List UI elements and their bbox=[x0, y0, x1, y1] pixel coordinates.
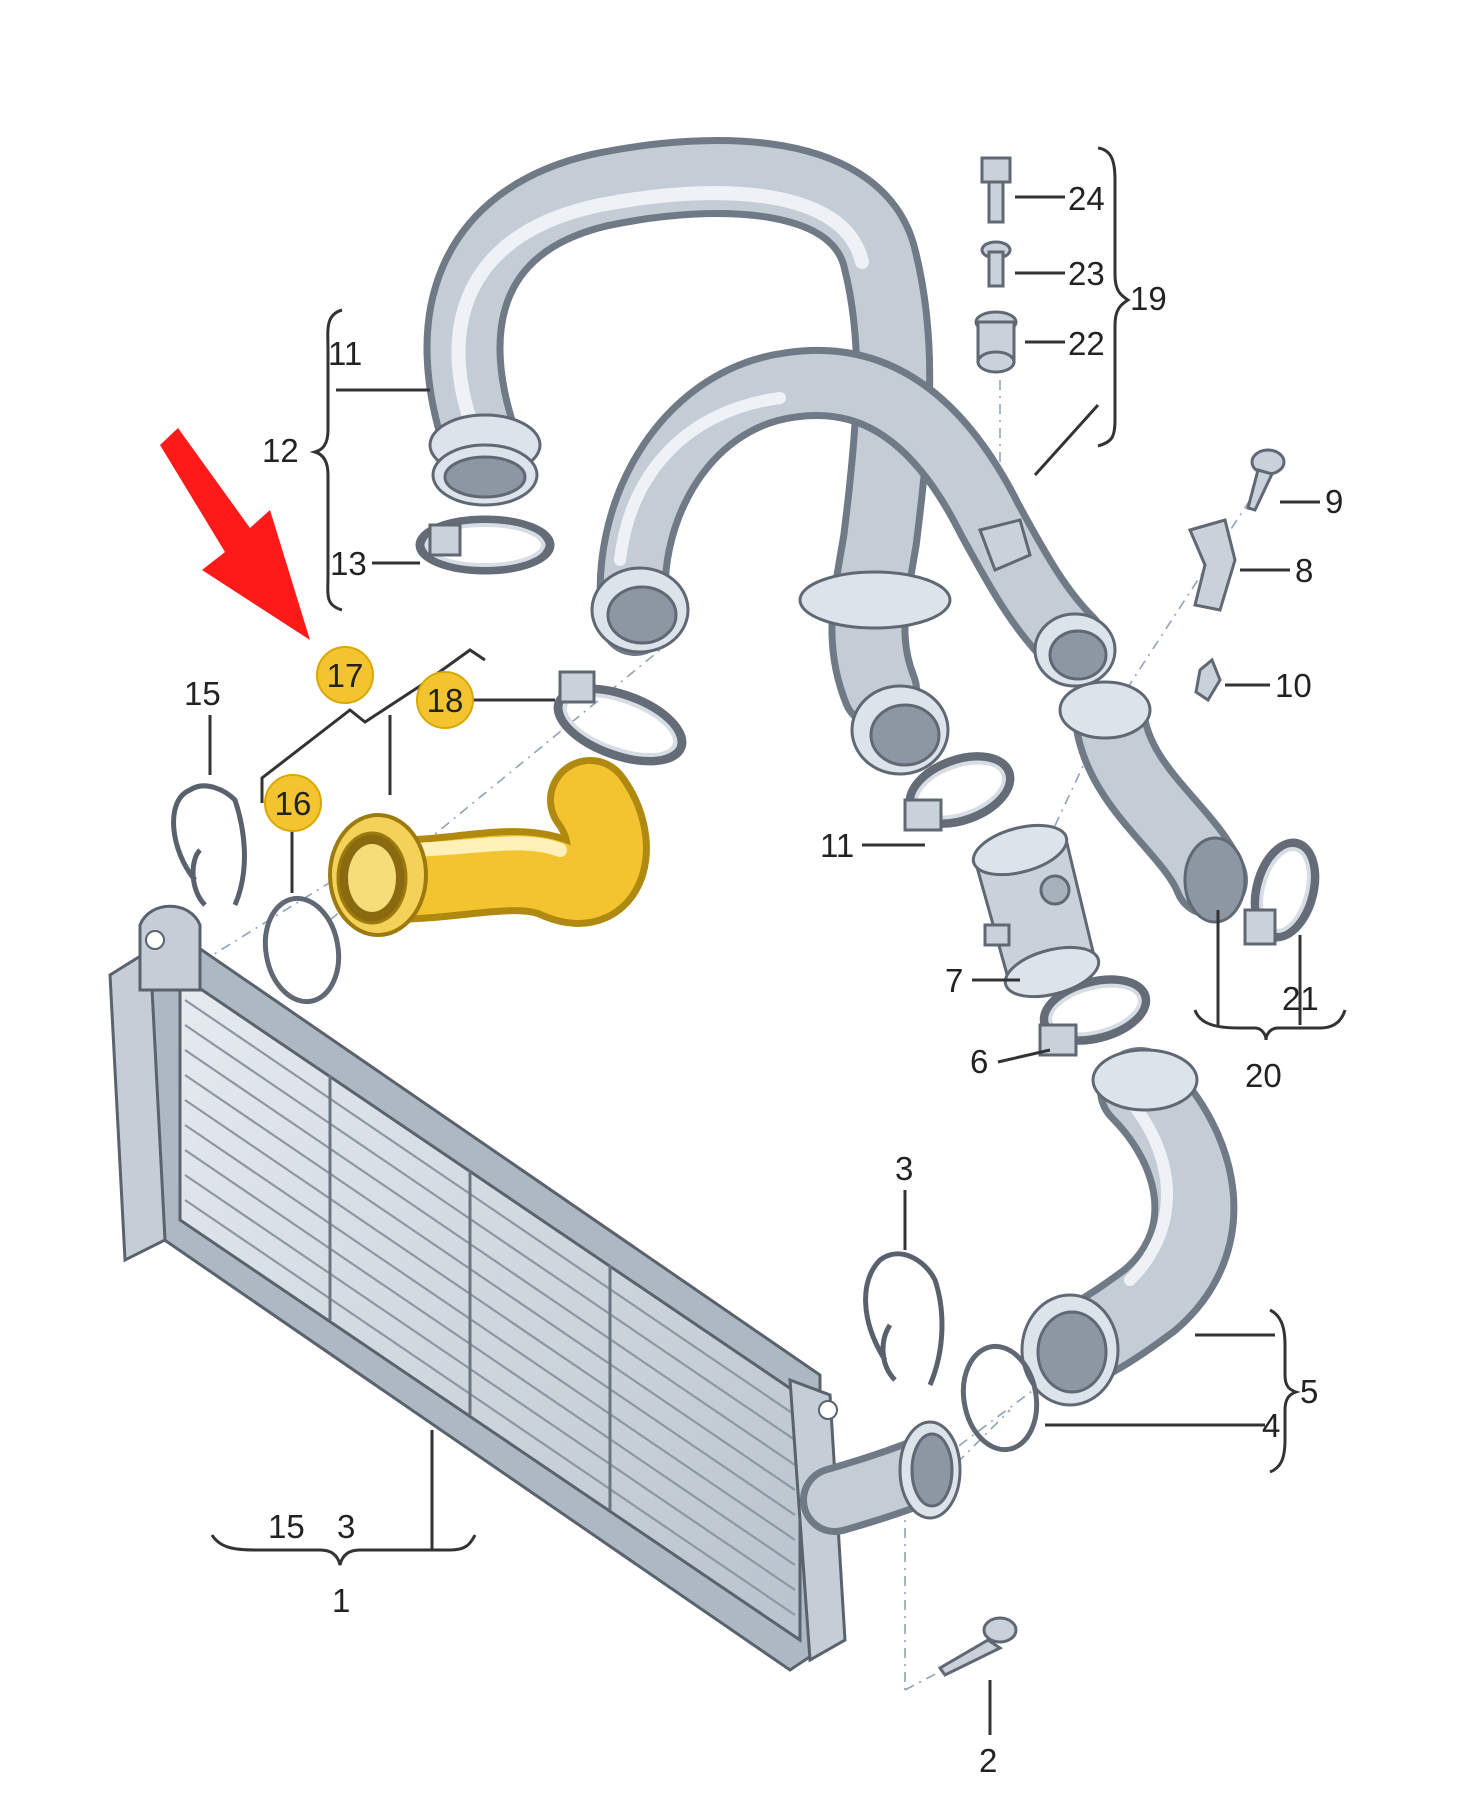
label-15-brace: 15 bbox=[268, 1508, 305, 1545]
badge-16 bbox=[264, 774, 322, 832]
lower-charge-hose bbox=[1020, 1047, 1238, 1407]
hose-clamp-6 bbox=[1038, 975, 1151, 1057]
pipe-connector-7 bbox=[971, 823, 1101, 999]
label-8: 8 bbox=[1295, 552, 1313, 589]
label-10: 10 bbox=[1275, 667, 1312, 704]
right-elbow-hose bbox=[1058, 680, 1248, 924]
part-labels: 11 12 13 24 23 22 19 9 8 10 11 7 6 21 20… bbox=[184, 180, 1343, 1779]
hose-clamp-18 bbox=[553, 670, 687, 766]
label-4: 4 bbox=[1262, 1407, 1280, 1444]
label-12: 12 bbox=[262, 432, 299, 469]
upper-charge-pipe bbox=[423, 137, 952, 776]
label-16: 16 bbox=[275, 785, 312, 822]
arrow-pointer-icon bbox=[160, 428, 310, 640]
sensor-8 bbox=[1187, 518, 1237, 612]
label-3-right: 3 bbox=[895, 1150, 913, 1187]
screw-9 bbox=[1246, 448, 1286, 512]
grommet-22 bbox=[974, 310, 1018, 374]
badge-18 bbox=[416, 671, 474, 729]
highlight-badges bbox=[264, 646, 474, 832]
label-11-upper: 11 bbox=[328, 335, 362, 372]
clip-10 bbox=[1194, 657, 1222, 703]
label-6: 6 bbox=[970, 1043, 988, 1080]
label-5: 5 bbox=[1300, 1373, 1318, 1410]
retaining-clip-15 bbox=[171, 783, 247, 907]
label-15-clip: 15 bbox=[184, 675, 221, 712]
badge-17 bbox=[316, 646, 374, 704]
intercooler-fins bbox=[184, 999, 796, 1616]
label-1: 1 bbox=[332, 1582, 350, 1619]
screw-2 bbox=[937, 1616, 1018, 1677]
highlighted-hose-17 bbox=[328, 757, 650, 937]
spacer-23 bbox=[980, 240, 1012, 288]
label-3-brace: 3 bbox=[337, 1508, 355, 1545]
bolt-24 bbox=[980, 156, 1012, 224]
retaining-clip-3 bbox=[863, 1251, 945, 1386]
label-9: 9 bbox=[1325, 483, 1343, 520]
o-ring-16 bbox=[262, 895, 342, 1005]
hose-clamp-13 bbox=[415, 515, 555, 575]
label-21: 21 bbox=[1282, 980, 1319, 1017]
intercooler bbox=[108, 904, 962, 1672]
hose-clamp-21 bbox=[1243, 838, 1320, 946]
label-20: 20 bbox=[1245, 1057, 1282, 1094]
label-7: 7 bbox=[945, 962, 963, 999]
bracket-19 bbox=[978, 518, 1032, 572]
label-23: 23 bbox=[1068, 255, 1105, 292]
label-2: 2 bbox=[979, 1742, 997, 1779]
second-charge-pipe bbox=[590, 347, 1117, 688]
label-22: 22 bbox=[1068, 325, 1105, 362]
label-24: 24 bbox=[1068, 180, 1105, 217]
hose-clamp-11-lower bbox=[903, 752, 1015, 832]
label-18: 18 bbox=[427, 682, 464, 719]
label-11-lower: 11 bbox=[820, 827, 854, 864]
label-13: 13 bbox=[330, 545, 367, 582]
label-17: 17 bbox=[327, 657, 364, 694]
leader-lines bbox=[208, 146, 1347, 1735]
label-19: 19 bbox=[1130, 280, 1167, 317]
o-ring-4 bbox=[960, 1343, 1040, 1453]
